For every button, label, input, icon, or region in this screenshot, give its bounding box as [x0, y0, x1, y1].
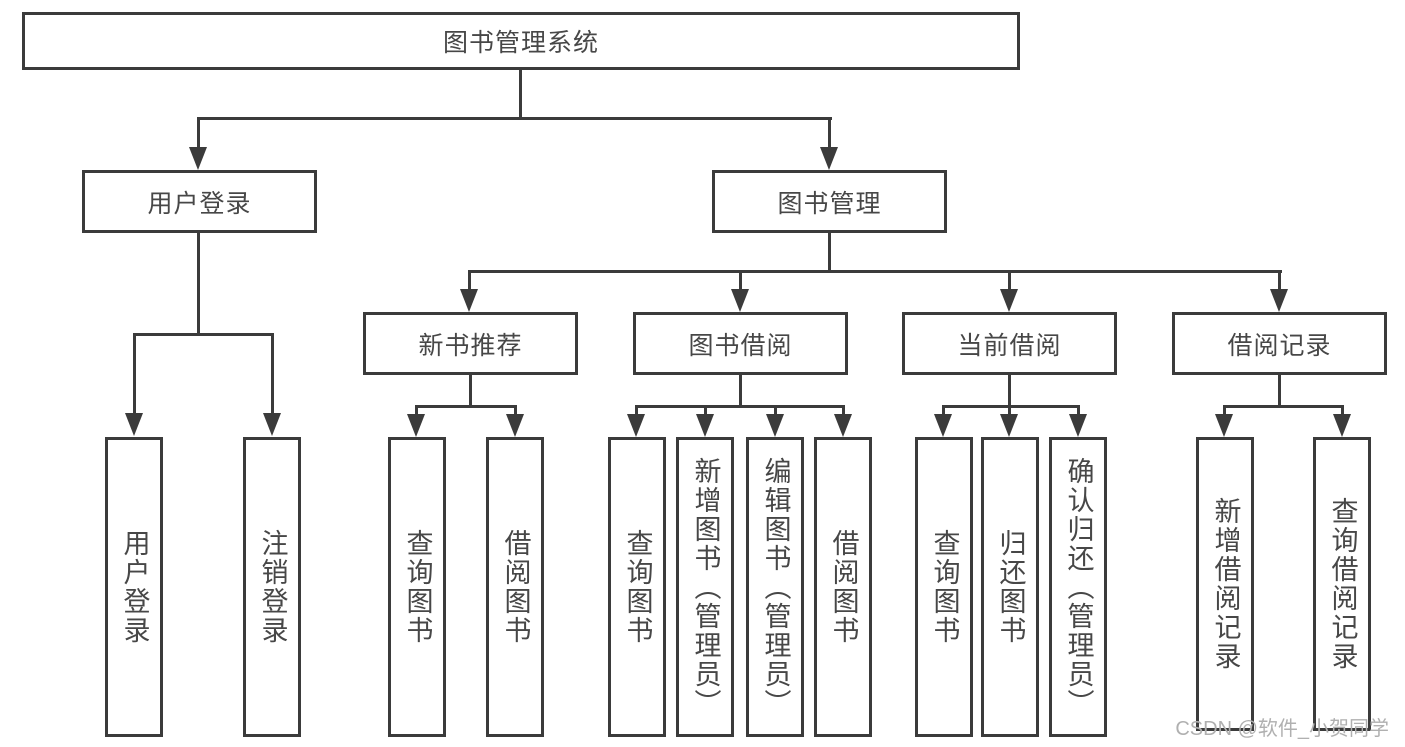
leaf-confirm-return-admin: 确认归还（管理员） [1049, 437, 1107, 737]
connector-root-trunk [519, 70, 522, 119]
connector-line [842, 405, 845, 417]
leaf-query-borrow-record: 查询借阅记录 [1313, 437, 1371, 731]
connector-line [133, 333, 136, 415]
connector-line [774, 405, 777, 417]
arrow-down [1000, 289, 1018, 312]
arrow-down [1270, 289, 1288, 312]
leaf-logout: 注销登录 [243, 437, 301, 737]
csdn-watermark: CSDN @软件_小贺同学 [1175, 718, 1389, 740]
leaf-borrow-books-recommend: 借阅图书 [486, 437, 544, 737]
connector-line [1077, 405, 1080, 417]
arrow-down [1069, 414, 1087, 437]
connector-level2-split [197, 117, 832, 120]
connector-split [1223, 405, 1344, 408]
connector-line [1008, 270, 1011, 292]
connector-split [942, 405, 1080, 408]
leaf-user-login: 用户登录 [105, 437, 163, 737]
connector-line [469, 375, 472, 408]
connector-line [828, 233, 831, 273]
arrow-down [407, 414, 425, 437]
node-book-management: 图书管理 [712, 170, 947, 233]
arrow-down [820, 147, 838, 170]
connector-line [635, 405, 638, 417]
node-root-library-system: 图书管理系统 [22, 12, 1020, 70]
connector-line [197, 233, 200, 335]
leaf-borrow-books: 借阅图书 [814, 437, 872, 737]
leaf-return-books: 归还图书 [981, 437, 1039, 737]
leaf-query-books-recommend: 查询图书 [388, 437, 446, 737]
connector-line [514, 405, 517, 417]
connector-level3-split [468, 270, 1282, 273]
connector-line [942, 405, 945, 417]
connector-line [739, 270, 742, 292]
leaf-edit-books-admin: 编辑图书（管理员） [746, 437, 804, 737]
node-user-login: 用户登录 [82, 170, 317, 233]
connector-split [635, 405, 845, 408]
arrow-down [627, 414, 645, 437]
connector-line [739, 375, 742, 408]
connector-line [197, 117, 200, 150]
connector-split [133, 333, 274, 336]
arrow-down [460, 289, 478, 312]
connector-line [468, 270, 471, 292]
connector-split [415, 405, 517, 408]
node-current-borrow: 当前借阅 [902, 312, 1117, 375]
connector-line [1223, 405, 1226, 417]
arrow-down [1000, 414, 1018, 437]
connector-line [1008, 405, 1011, 417]
connector-line [271, 333, 274, 415]
node-book-borrow: 图书借阅 [633, 312, 848, 375]
node-new-book-recommend: 新书推荐 [363, 312, 578, 375]
arrow-down [506, 414, 524, 437]
connector-line [828, 117, 831, 150]
node-borrow-records: 借阅记录 [1172, 312, 1387, 375]
leaf-query-books-current: 查询图书 [915, 437, 973, 737]
connector-line [1278, 375, 1281, 408]
arrow-down [189, 147, 207, 170]
arrow-down [731, 289, 749, 312]
arrow-down [263, 413, 281, 436]
connector-line [1008, 375, 1011, 408]
connector-line [704, 405, 707, 417]
arrow-down [766, 414, 784, 437]
arrow-down [696, 414, 714, 437]
connector-line [415, 405, 418, 417]
arrow-down [125, 413, 143, 436]
connector-line [1341, 405, 1344, 417]
arrow-down [834, 414, 852, 437]
leaf-add-borrow-record: 新增借阅记录 [1196, 437, 1254, 731]
leaf-query-books-borrow: 查询图书 [608, 437, 666, 737]
arrow-down [934, 414, 952, 437]
arrow-down [1215, 414, 1233, 437]
connector-line [1278, 270, 1281, 292]
leaf-add-books-admin: 新增图书（管理员） [676, 437, 734, 737]
arrow-down [1333, 414, 1351, 437]
